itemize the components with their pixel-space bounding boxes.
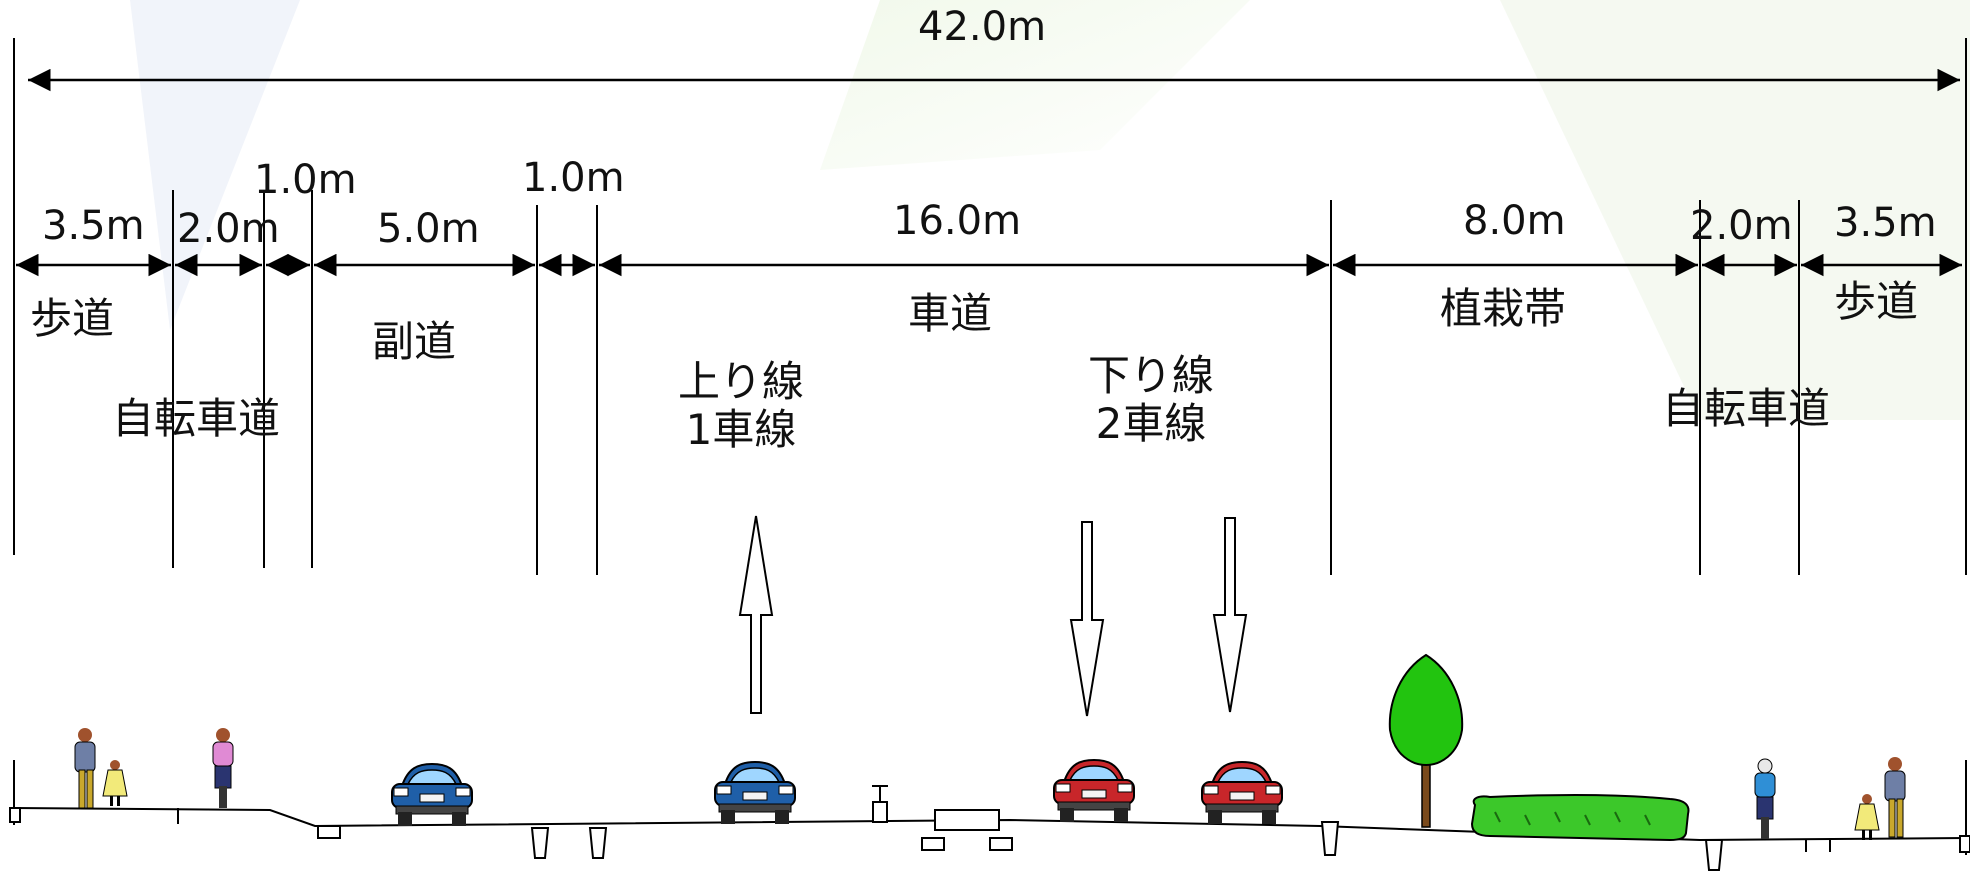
car-frontage-road [391,762,473,826]
zone-label-frontage-road: 副道 [372,317,457,366]
dim-label-bike-right: 2.0m [1690,203,1793,249]
zone-label-sidewalk-right: 歩道 [1834,277,1919,326]
zone-label-bike-left: 自転車道 [112,394,281,443]
total-width-label: 42.0m [918,4,1047,50]
dim-label-buffer-a: 1.0m [254,157,357,203]
drainage-gutter [588,827,608,859]
lane-count-up: 1車線 [685,405,797,455]
car-down-lane-2 [1201,760,1283,824]
dim-label-sidewalk-right: 3.5m [1834,200,1937,246]
lane-direction-up: 上り線 [678,357,805,406]
curb-block [1959,835,1970,853]
zone-label-sidewalk-left: 歩道 [30,294,115,343]
curb-block [921,837,945,851]
dim-label-planting-strip: 8.0m [1463,198,1566,244]
down-direction-arrow [1212,517,1248,713]
lane-direction-down: 下り線 [1088,351,1215,400]
zone-label-carriageway: 車道 [908,289,993,338]
lane-label-up: 上り線 1車線 [678,357,805,455]
dim-label-bike-left: 2.0m [177,206,280,252]
cyclist-left [212,728,234,808]
zone-label-planting-strip: 植栽帯 [1440,284,1567,333]
road-surface [13,807,1967,842]
lane-label-down: 下り線 2車線 [1088,351,1215,449]
shrub-hedge [1470,793,1690,842]
car-down-lane-1 [1053,758,1135,822]
drainage-gutter [530,827,550,859]
car-up-lane [714,760,796,824]
curb-block [317,825,341,839]
dim-label-buffer-b: 1.0m [522,155,625,201]
dim-label-frontage-road: 5.0m [377,206,480,252]
lane-count-down: 2車線 [1095,399,1207,449]
pedestrian-left [74,728,128,809]
down-direction-arrow [1069,521,1105,717]
drainage-gutter [1320,821,1340,856]
tree [1388,653,1464,828]
up-direction-arrow [738,515,774,714]
dim-label-sidewalk-left: 3.5m [42,203,145,249]
pedestrian-right [1854,757,1906,840]
median-slab [934,809,1000,831]
curb-block [9,807,21,823]
zone-label-bike-right: 自転車道 [1662,384,1831,433]
drainage-gutter [1704,839,1724,871]
dim-label-carriageway: 16.0m [893,198,1022,244]
curb-block [989,837,1013,851]
cyclist-right [1754,758,1776,839]
sign-post [872,801,888,823]
